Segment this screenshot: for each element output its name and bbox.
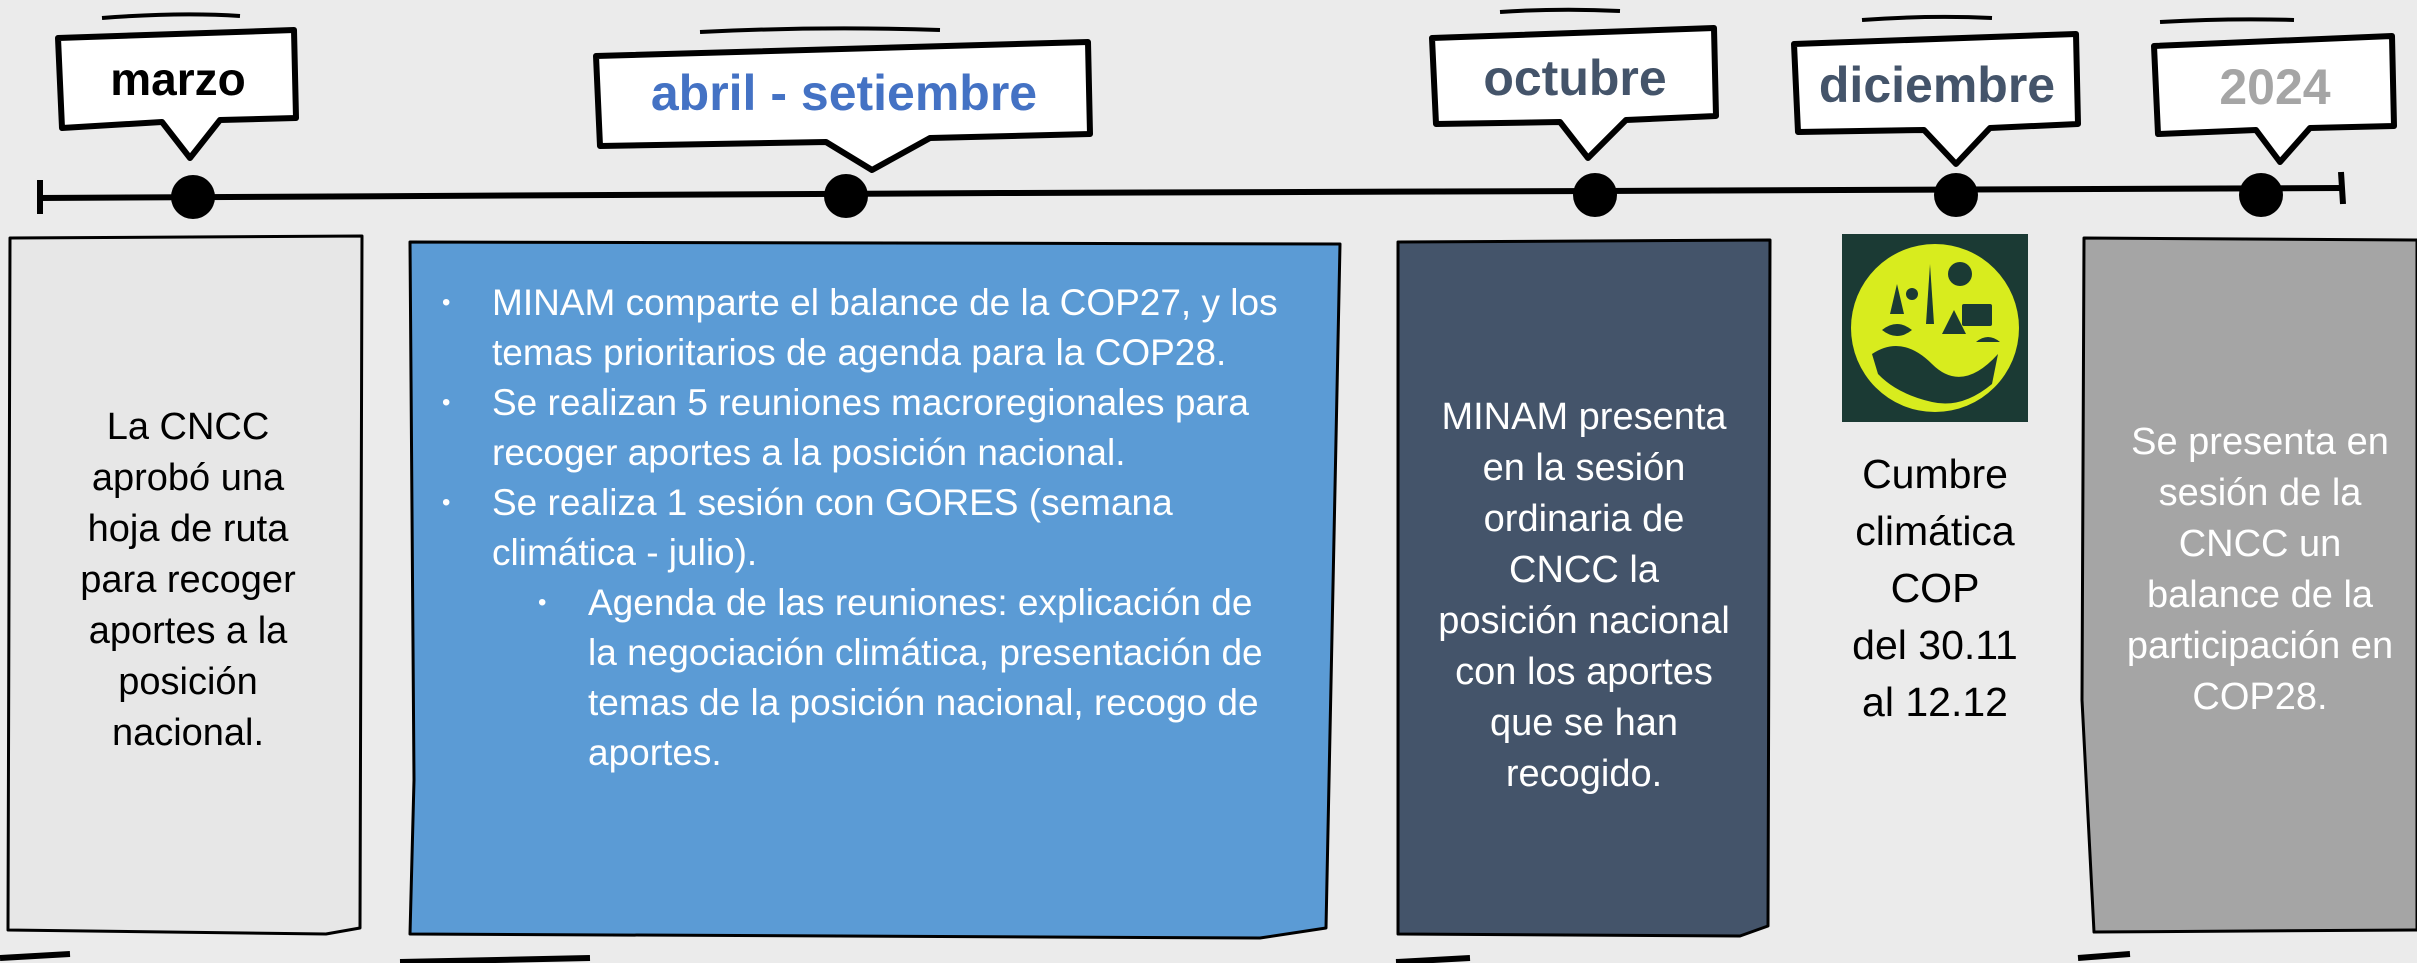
cop-emblem (1842, 234, 2028, 422)
diciembre-line: del 30.11 (1852, 622, 2018, 668)
card-2024-text: Se presenta en sesión de la CNCC un bala… (2126, 421, 2394, 718)
label-marzo: marzo (110, 53, 246, 105)
diciembre-line: COP (1890, 565, 1980, 611)
diciembre-line: climática (1855, 508, 2015, 554)
timeline-dot-diciembre (1934, 173, 1978, 217)
bottom-stroke-1 (0, 951, 71, 961)
bottom-stroke-2 (399, 955, 591, 963)
bottom-stroke-3 (1395, 955, 1471, 963)
list-subitem: Agenda de las reuniones: explicación de … (440, 578, 1280, 778)
timeline-axis (37, 185, 2344, 201)
list-item: Se realiza 1 sesión con GORES (semana cl… (440, 478, 1280, 578)
timeline-dot-abril (824, 174, 868, 218)
timeline-dot-marzo (171, 175, 215, 219)
bottom-stroke-4 (2077, 951, 2131, 961)
label-2024: 2024 (2219, 59, 2331, 115)
label-octubre: octubre (1483, 50, 1667, 106)
label-diciembre: diciembre (1818, 57, 2056, 113)
list-item: Se realizan 5 reuniones macroregionales … (440, 378, 1280, 478)
timeline-end-right (2338, 171, 2346, 205)
climate-emblem-icon (1851, 244, 2019, 412)
diciembre-line: Cumbre (1862, 451, 2008, 497)
card-marzo-text: La CNCC aprobó una hoja de ruta para rec… (80, 405, 296, 754)
list-item: MINAM comparte el balance de la COP27, y… (440, 278, 1280, 378)
timeline-dot-octubre (1573, 173, 1617, 217)
diciembre-line: al 12.12 (1862, 679, 2008, 725)
timeline-dot-2024 (2239, 173, 2283, 217)
card-diciembre-text: Cumbre climática COP del 30.11 al 12.12 (1822, 446, 2048, 731)
label-abril-setiembre: abril - setiembre (650, 65, 1038, 121)
card-octubre-text: MINAM presenta en la sesión ordinaria de… (1438, 396, 1730, 795)
card-abril-list: MINAM comparte el balance de la COP27, y… (440, 278, 1280, 778)
